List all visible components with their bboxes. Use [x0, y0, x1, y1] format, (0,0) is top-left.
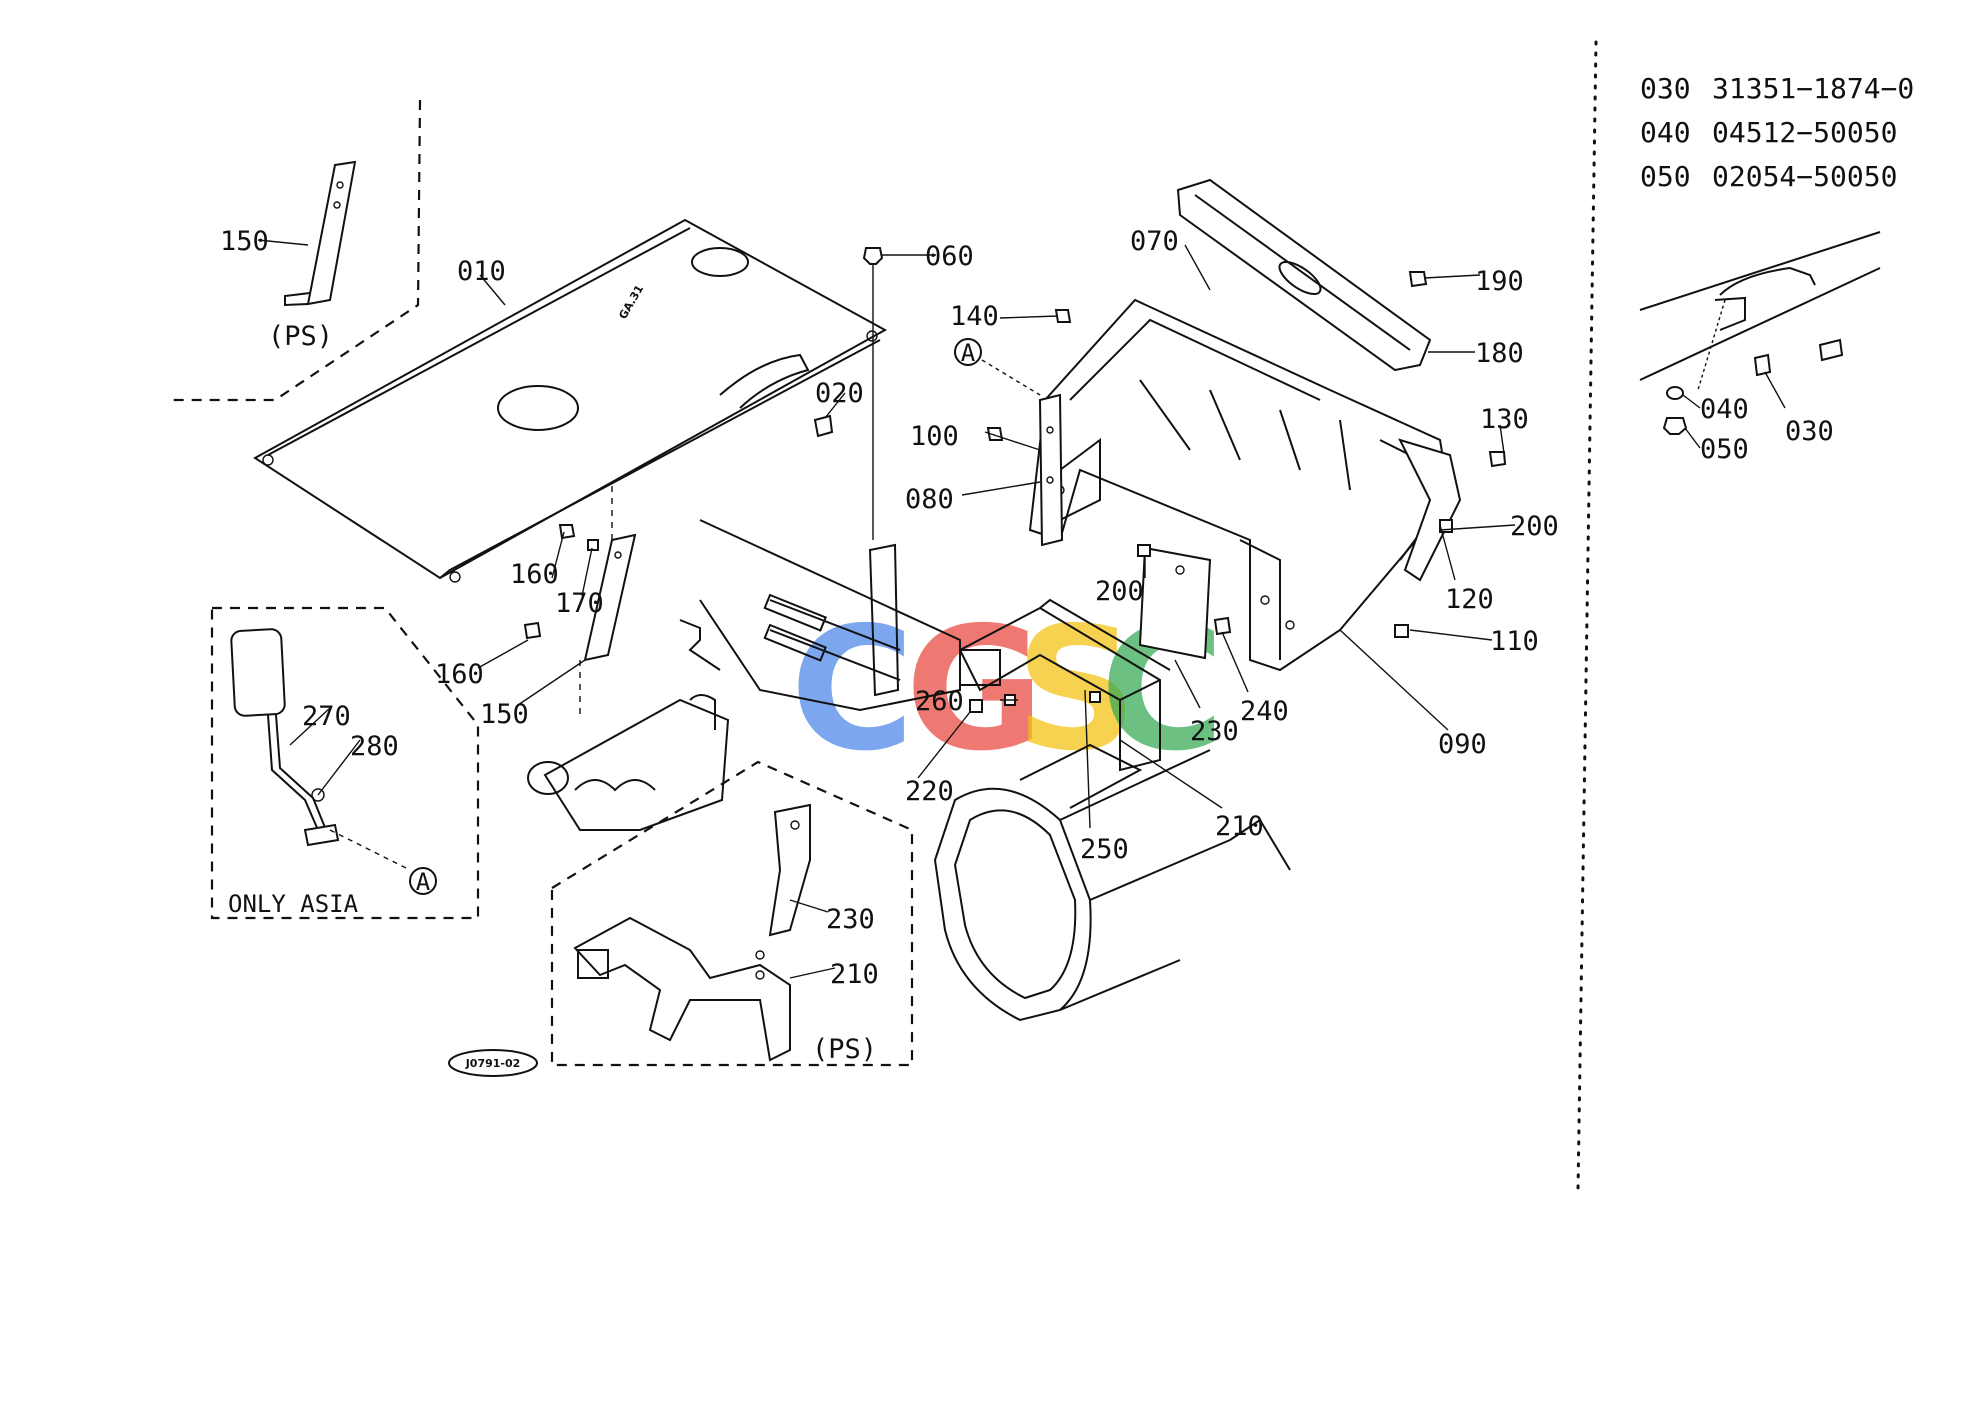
callout-110: 110: [1490, 626, 1539, 657]
callout-050-detail: 050: [1700, 434, 1749, 465]
parts-table-ref-1: 030: [1640, 72, 1691, 105]
callout-060: 060: [925, 241, 974, 272]
callout-200-right: 200: [1510, 511, 1559, 542]
ps-boundary-top: [170, 99, 422, 402]
variant-notes: (PS) (PS) ONLY ASIA: [228, 321, 877, 1065]
watermark-letter-3: S: [1015, 591, 1137, 789]
part-080-side-panel: [1038, 393, 1064, 547]
callout-080: 080: [905, 484, 954, 515]
ps-bracket-variant: [573, 803, 811, 1062]
drawing-code: J0791-02: [465, 1057, 521, 1070]
parts-table-partno-3: 02054−50050: [1712, 160, 1897, 193]
detail-view-parts: [1639, 231, 1881, 435]
parts-table-ref-2: 040: [1640, 116, 1691, 149]
callout-190: 190: [1475, 266, 1524, 297]
callout-020: 020: [815, 378, 864, 409]
callout-070: 070: [1130, 226, 1179, 257]
callout-140: 140: [950, 301, 999, 332]
callout-220: 220: [905, 776, 954, 807]
callout-120: 120: [1445, 584, 1494, 615]
callout-200-mid: 200: [1095, 576, 1144, 607]
part-210-bracket: [958, 598, 1171, 772]
callout-160-upper: 160: [510, 559, 559, 590]
part-180-cover: [1176, 178, 1432, 372]
watermark-letter-2: G: [905, 591, 1045, 789]
part-060-bolt: [862, 247, 884, 540]
drawing-code-stamp: J0791-02: [448, 1049, 538, 1077]
marker-a-top: A: [961, 339, 976, 367]
parts-table-ref-3: 050: [1640, 160, 1691, 193]
part-230-bracket: [1138, 546, 1212, 660]
center-frame: [679, 519, 961, 712]
callout-090: 090: [1438, 729, 1487, 760]
marker-a-box: A: [416, 868, 431, 896]
callout-160-lower: 160: [435, 659, 484, 690]
callout-010: 010: [457, 256, 506, 287]
marker-a-circle-box: [409, 867, 437, 895]
ps-note-bottom: (PS): [812, 1034, 877, 1065]
callout-labels: 150 010 020 060 070 140 100 080 190 180 …: [220, 226, 1834, 990]
parts-table-partno-1: 31351−1874−0: [1712, 72, 1914, 105]
part-150-bracket-top: [284, 160, 357, 307]
only-asia-boundary: [210, 606, 480, 920]
callout-180: 180: [1475, 338, 1524, 369]
callout-150-top: 150: [220, 226, 269, 257]
hydraulic-housing: [527, 694, 730, 831]
parts-table-partno-2: 04512−50050: [1712, 116, 1897, 149]
callout-100: 100: [910, 421, 959, 452]
callout-030-detail: 030: [1785, 416, 1834, 447]
part-010-panel: GA.31: [253, 218, 888, 583]
small-bolts: [969, 616, 1232, 713]
ps-note-top: (PS): [268, 321, 333, 352]
detail-separator: [1576, 40, 1598, 1192]
transmission-housing: [933, 743, 1291, 1022]
callout-210-ps: 210: [830, 959, 879, 990]
part-270-mirror: [230, 628, 340, 847]
callout-130: 130: [1480, 404, 1529, 435]
callout-250: 250: [1080, 834, 1129, 865]
part-150-bracket-mid: [579, 480, 637, 720]
callout-270: 270: [302, 701, 351, 732]
part-120-bracket: [1398, 438, 1462, 582]
callout-210-main: 210: [1215, 811, 1264, 842]
part-160-bolts: [523, 524, 599, 640]
callout-150-mid: 150: [480, 699, 529, 730]
parts-table: 030 31351−1874−0 040 04512−50050 050 020…: [1640, 72, 1914, 193]
reference-markers: A A: [409, 338, 1041, 896]
callout-260: 260: [915, 686, 964, 717]
callout-170: 170: [555, 588, 604, 619]
leader-lines: [257, 239, 1786, 979]
callout-230-main: 230: [1190, 716, 1239, 747]
callout-280: 280: [350, 731, 399, 762]
callout-240: 240: [1240, 696, 1289, 727]
callout-230-ps: 230: [826, 904, 875, 935]
only-asia-note: ONLY ASIA: [228, 890, 359, 918]
part-020-clip: [813, 414, 834, 438]
marker-a-circle-top: [954, 338, 982, 366]
callout-040-detail: 040: [1700, 394, 1749, 425]
